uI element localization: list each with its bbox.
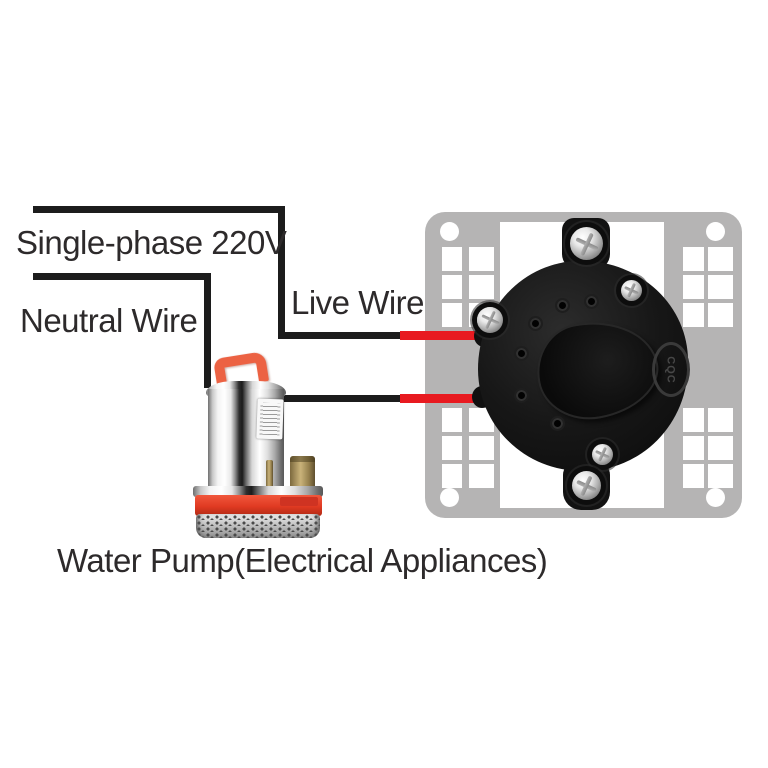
neutral-wire-horizontal	[33, 273, 211, 280]
pump-wire-black-segment	[281, 395, 402, 402]
neutral-wire-label: Neutral Wire	[20, 302, 198, 339]
source-wire-vertical	[278, 206, 285, 339]
pump-flange	[193, 486, 323, 497]
pump-wire-red-segment	[400, 394, 483, 403]
plate-hole-top-left	[440, 222, 459, 241]
pump-brass-rod	[266, 460, 273, 489]
plate-slots	[708, 247, 733, 327]
device-face-hole	[516, 390, 527, 401]
pump-spec-label	[256, 398, 284, 440]
pump-band-tab	[280, 497, 318, 506]
device-face-hole	[557, 300, 568, 311]
plate-slots	[442, 408, 462, 488]
phillips-screw-bottom	[572, 471, 601, 500]
plate-slots	[442, 247, 462, 327]
live-wire-red-segment	[400, 331, 483, 340]
phillips-screw-left	[477, 307, 503, 333]
device-face-hole	[516, 348, 527, 359]
cqc-certification-mark: CQC	[652, 342, 690, 397]
device-face-hole	[552, 418, 563, 429]
device-face-hole	[586, 296, 597, 307]
plate-hole-top-right	[706, 222, 725, 241]
plate-slots	[708, 408, 733, 488]
plate-slots	[683, 408, 704, 488]
phillips-screw-upper-right	[621, 280, 642, 301]
plate-slots	[469, 408, 494, 488]
live-wire-black-segment	[278, 332, 402, 339]
phillips-screw-lower	[592, 444, 613, 465]
device-face-hole	[530, 318, 541, 329]
source-voltage-label: Single-phase 220V	[16, 224, 287, 261]
plate-slots	[683, 247, 704, 327]
pump-strainer-base	[196, 514, 320, 538]
cqc-text: CQC	[664, 355, 677, 384]
live-wire-label: Live Wire	[291, 284, 425, 321]
phillips-screw-top	[570, 227, 603, 260]
source-wire-horizontal	[33, 206, 285, 213]
plate-hole-bottom-left	[440, 488, 459, 507]
neutral-wire-vertical	[204, 273, 211, 388]
pump-caption: Water Pump(Electrical Appliances)	[57, 542, 548, 579]
plate-hole-bottom-right	[706, 488, 725, 507]
pump-brass-outlet	[290, 456, 315, 489]
